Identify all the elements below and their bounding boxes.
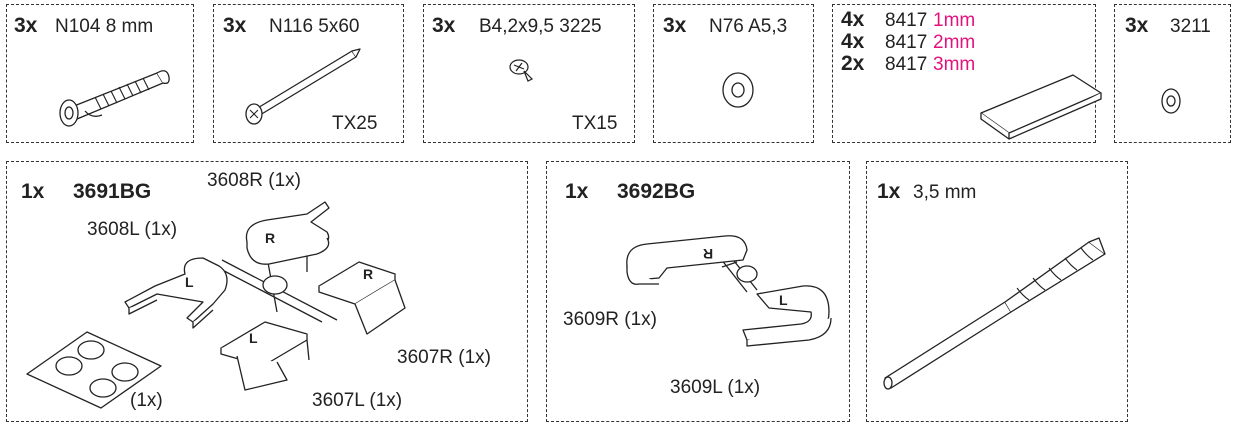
quantity-label: 3x	[1125, 14, 1149, 37]
kit-quantity: 1x	[565, 180, 589, 203]
small-screw-illustration	[424, 5, 636, 144]
quantity-label: 2x	[841, 52, 865, 75]
label-3607r: 3607R (1x)	[397, 347, 491, 368]
kit-box-3691bg: 1x 3691BG 3608R (1x) 3608L (1x) 3607R (1…	[6, 161, 528, 422]
shim-thickness: 1mm	[933, 10, 976, 31]
washer-illustration	[654, 5, 815, 144]
shim-thickness: 3mm	[933, 54, 976, 75]
small-washer-illustration	[1115, 5, 1232, 144]
part-box-n76: 3x N76 A5,3	[653, 4, 814, 143]
label-3609r: 3609R (1x)	[563, 309, 657, 330]
letter-r-3607: R	[363, 266, 374, 282]
kit-box-3692bg: 1x 3692BG 3609R (1x) 3609L (1x) R L	[546, 161, 850, 422]
letter-l-3607: L	[249, 330, 258, 346]
letter-l-3608: L	[185, 274, 194, 290]
drive-type-label: TX25	[332, 113, 378, 134]
drill-size: 3,5 mm	[913, 182, 977, 203]
quantity-label: 3x	[223, 14, 247, 37]
label-3609l: 3609L (1x)	[670, 377, 761, 398]
drill-quantity: 1x	[877, 180, 901, 203]
part-name: N76 A5,3	[709, 16, 788, 37]
kit-name: 3691BG	[73, 180, 152, 203]
shim-code: 8417	[885, 10, 928, 31]
label-3607l: 3607L (1x)	[312, 390, 403, 411]
kit-quantity: 1x	[21, 180, 45, 203]
part-box-3211: 3x 3211	[1114, 4, 1231, 143]
letter-r-3608: R	[265, 230, 276, 246]
letter-r-3609: R	[703, 246, 714, 262]
sprue-3692-illustration	[547, 162, 851, 423]
quantity-label: 3x	[432, 14, 456, 37]
shim-thickness: 2mm	[933, 32, 976, 53]
shim-code: 8417	[885, 32, 928, 53]
wall-anchor-illustration	[7, 5, 195, 144]
label-3608l: 3608L (1x)	[87, 219, 178, 240]
quantity-label: 3x	[14, 14, 38, 37]
shim-plate-illustration	[833, 5, 1097, 144]
quantity-label: 3x	[663, 14, 687, 37]
part-name: 3211	[1170, 16, 1211, 37]
label-3608r: 3608R (1x)	[207, 170, 301, 191]
part-name: N104 8 mm	[55, 16, 154, 37]
shim-code: 8417	[885, 54, 928, 75]
label-pads: (1x)	[130, 390, 163, 411]
part-name: B4,2x9,5 3225	[479, 16, 602, 37]
quantity-label: 4x	[841, 8, 865, 31]
drill-box: 1x 3,5 mm	[866, 161, 1128, 422]
quantity-label: 4x	[841, 30, 865, 53]
long-screw-illustration	[214, 5, 405, 144]
part-box-8417-shims: 4x 8417 1mm 4x 8417 2mm 2x 8417 3mm	[832, 4, 1096, 143]
kit-name: 3692BG	[617, 180, 696, 203]
part-name: N116 5x60	[269, 16, 360, 37]
drill-bit-illustration	[867, 162, 1129, 423]
part-box-n116: 3x N116 5x60 TX25	[213, 4, 404, 143]
part-box-n104: 3x N104 8 mm	[6, 4, 194, 143]
drive-type-label: TX15	[572, 113, 618, 134]
letter-l-3609: L	[779, 292, 788, 308]
sprue-3691-illustration	[7, 162, 529, 423]
part-box-b42: 3x B4,2x9,5 3225 TX15	[423, 4, 635, 143]
